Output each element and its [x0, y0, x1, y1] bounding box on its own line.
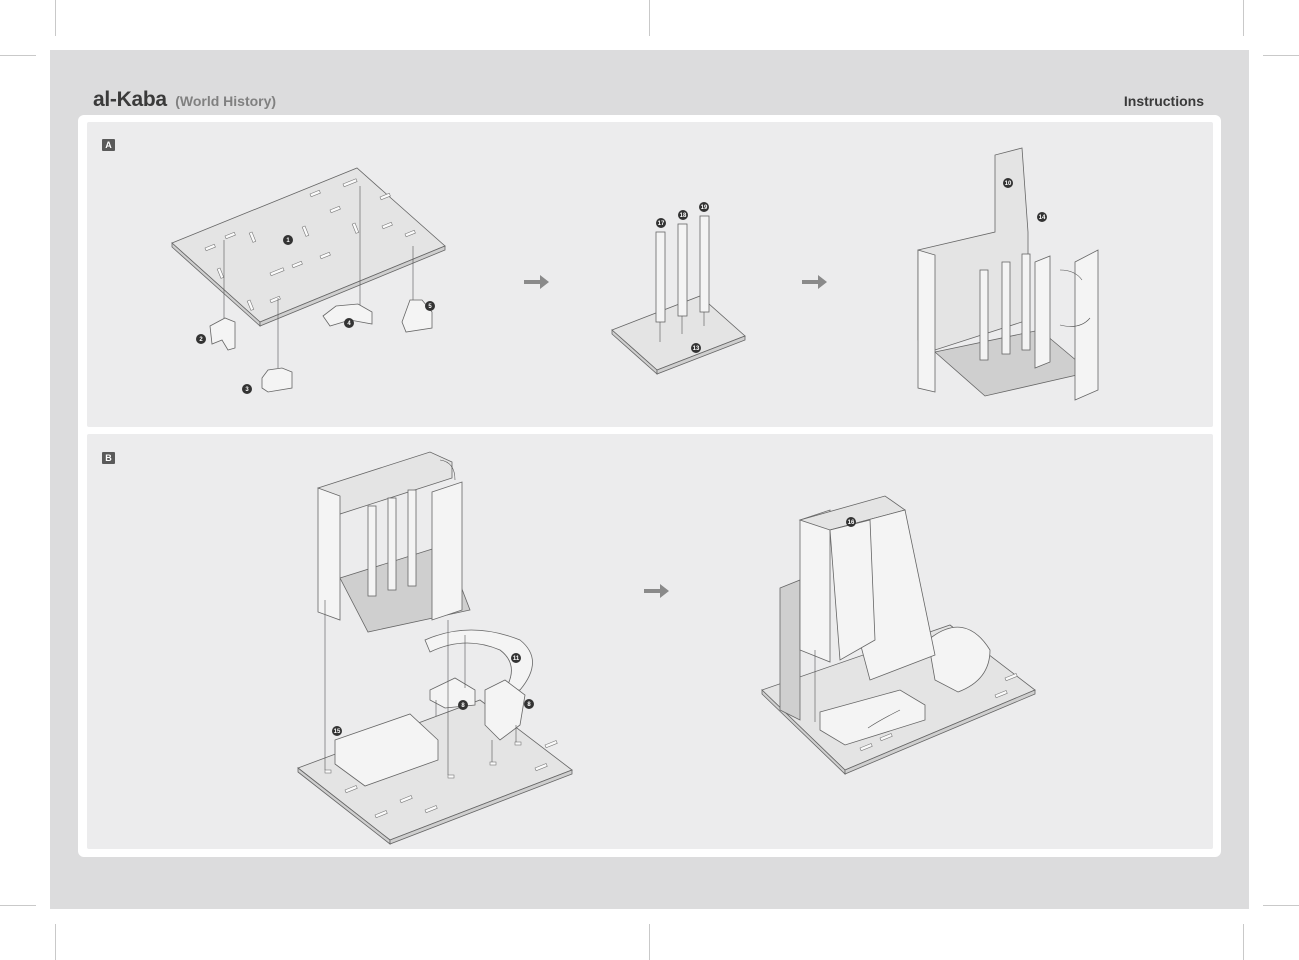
part-number-4: 4 — [347, 321, 351, 327]
crop-mark — [0, 55, 36, 56]
arrow-right-icon — [524, 275, 549, 289]
base-slots — [324, 740, 558, 819]
instructions-label: Instructions — [1123, 93, 1204, 109]
part-number-14: 14 — [1039, 215, 1046, 221]
part-number-1: 1 — [286, 238, 290, 244]
crop-mark — [55, 0, 56, 36]
part-number-10: 10 — [1005, 181, 1012, 187]
part-number-19: 19 — [701, 205, 708, 211]
part-number-3: 3 — [245, 387, 249, 393]
ring — [927, 626, 991, 693]
crop-mark — [1243, 0, 1244, 36]
base-plate-edge — [259, 245, 446, 327]
upper-wall-right — [431, 481, 463, 621]
crop-mark — [649, 0, 650, 36]
panel-label-a: A — [102, 139, 115, 151]
pillar-19 — [699, 215, 710, 313]
box — [819, 689, 926, 746]
page-title: al-Kaba (World History) — [93, 88, 276, 112]
part-number-16: 16 — [848, 520, 855, 526]
part-number-11: 11 — [513, 656, 520, 662]
part-4 — [322, 303, 373, 327]
inner-pillar — [1021, 253, 1031, 351]
panel-b — [87, 434, 1213, 849]
part-number-2: 2 — [199, 337, 203, 343]
title-subtitle: (World History) — [175, 93, 277, 109]
wall-14 — [1034, 255, 1051, 369]
inner-pillar — [387, 497, 397, 591]
wall-left — [917, 249, 936, 393]
part-number-8-left: 8 — [461, 703, 465, 709]
crop-mark — [1263, 55, 1299, 56]
step-a1-illustration: 1 2 3 4 5 — [171, 167, 446, 394]
crop-mark — [649, 924, 650, 960]
panel-label-b: B — [102, 452, 115, 464]
step-b2-illustration: 16 — [761, 495, 1036, 775]
inner-pillar — [407, 489, 417, 587]
step-b1-illustration: 11 8 8 15 — [297, 451, 573, 845]
base-slots — [859, 673, 1018, 752]
base-slots — [204, 178, 416, 311]
inner-pillar — [1001, 261, 1011, 355]
pillar-17 — [655, 231, 666, 323]
part-number-17: 17 — [658, 221, 665, 227]
pillar-18 — [677, 223, 688, 317]
wall-right — [1074, 249, 1099, 401]
plate-edge — [656, 335, 746, 375]
part-number-18: 18 — [680, 213, 687, 219]
part-number-5: 5 — [428, 304, 432, 310]
base-plate — [297, 699, 573, 841]
piece-8-right — [484, 679, 526, 741]
part-number-13: 13 — [693, 346, 700, 352]
crop-mark — [1263, 905, 1299, 906]
roof-side — [799, 509, 831, 663]
part-2 — [209, 317, 236, 351]
part-3 — [261, 367, 293, 393]
arrow-right-icon — [644, 584, 669, 598]
upper-wall-left — [317, 487, 341, 621]
piece-8-left — [429, 677, 476, 709]
crop-mark — [0, 905, 36, 906]
ring-11 — [424, 629, 533, 691]
part-number-8-right: 8 — [527, 702, 531, 708]
inner-pillar — [367, 505, 377, 597]
step-a2-illustration: 17 18 19 13 — [611, 202, 746, 375]
box-15 — [334, 713, 439, 787]
crop-mark — [1243, 924, 1244, 960]
arrow-right-icon — [802, 275, 827, 289]
base-plate-edge — [844, 689, 1036, 775]
roof-front — [829, 519, 876, 661]
base-plate-edge — [389, 769, 573, 845]
part-5 — [401, 299, 433, 333]
inner-pillar — [979, 269, 989, 361]
part-number-15: 15 — [334, 729, 341, 735]
crop-mark — [55, 924, 56, 960]
step-a3-illustration: 10 14 — [917, 147, 1099, 401]
title-main: al-Kaba — [93, 88, 167, 111]
lower-wall — [779, 579, 801, 721]
